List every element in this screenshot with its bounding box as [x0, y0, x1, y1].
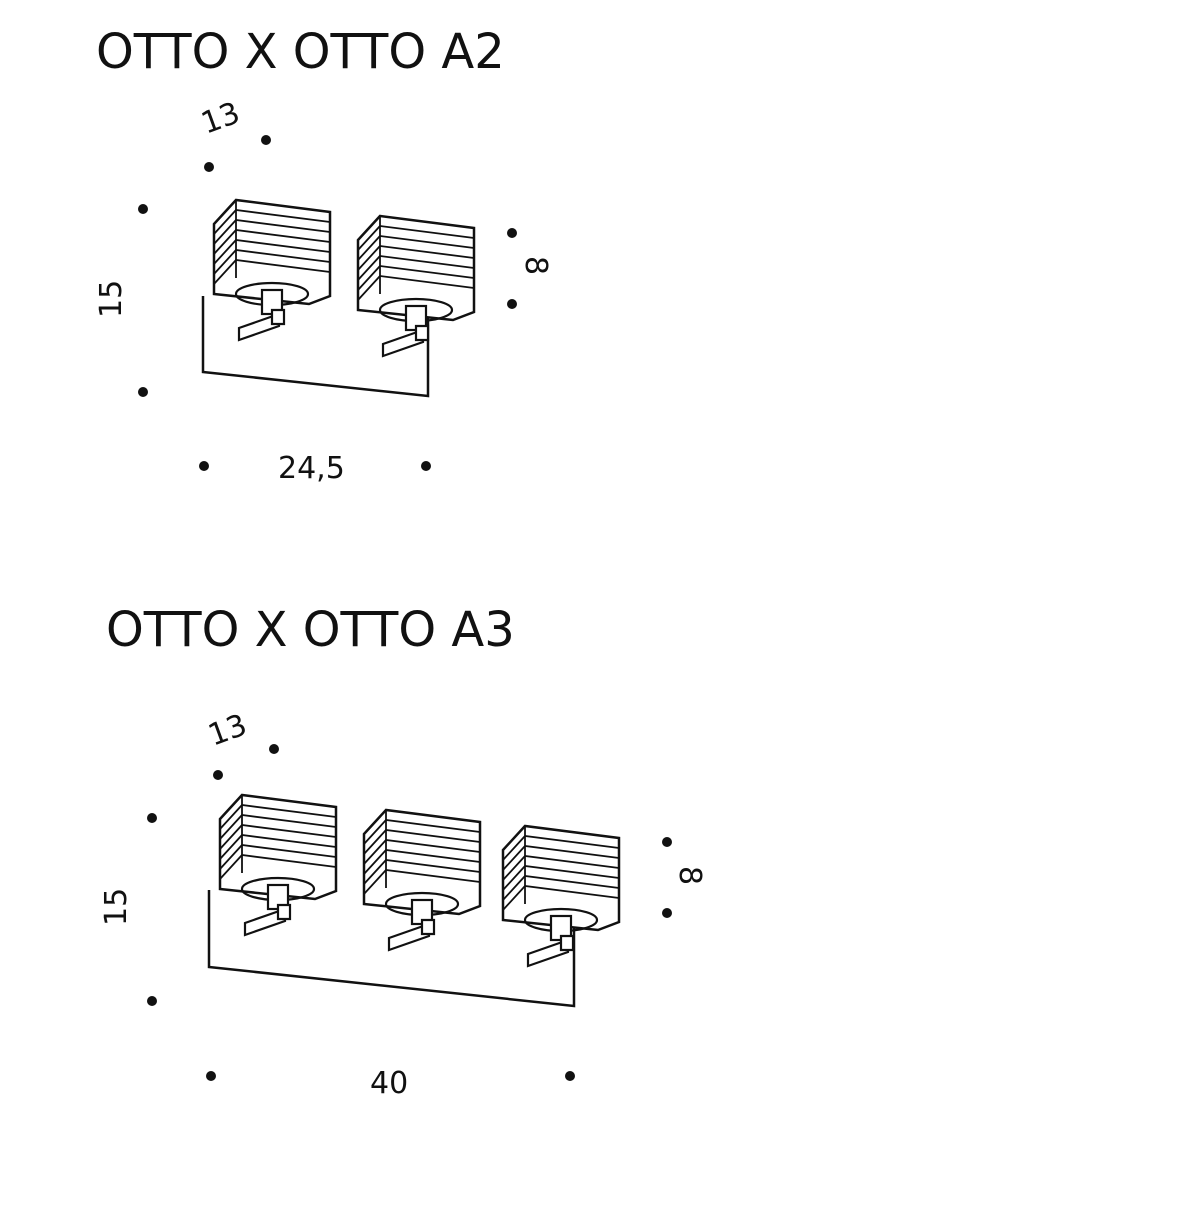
width-label-a3: 40 [370, 1066, 408, 1101]
product-a3: OTTO X OTTO A3 13 15 8 40 [99, 602, 707, 1101]
product-a2: OTTO X OTTO A2 13 15 8 24,5 [94, 24, 553, 486]
lamp-shade-a2-2 [356, 214, 476, 358]
lamp-shade-a3-3 [501, 824, 621, 968]
dimension-markers-a3 [147, 744, 672, 1081]
lamp-shade-a2-1 [212, 198, 332, 342]
dimension-markers-a2 [138, 135, 517, 471]
height-label-a3: 15 [99, 888, 134, 926]
lamp-shade-a3-2 [362, 808, 482, 952]
shade-height-label-a2: 8 [518, 256, 553, 275]
width-label-a2: 24,5 [278, 451, 345, 486]
depth-label-a2: 13 [197, 96, 245, 142]
depth-label-a3: 13 [204, 708, 252, 754]
shade-height-label-a3: 8 [672, 866, 707, 885]
product-title-a3: OTTO X OTTO A3 [106, 602, 515, 658]
back-plate-a3 [207, 890, 576, 1008]
back-plate-a2 [201, 296, 430, 398]
product-title-a2: OTTO X OTTO A2 [96, 24, 505, 80]
height-label-a2: 15 [94, 280, 129, 318]
lamp-shade-a3-1 [218, 793, 338, 937]
